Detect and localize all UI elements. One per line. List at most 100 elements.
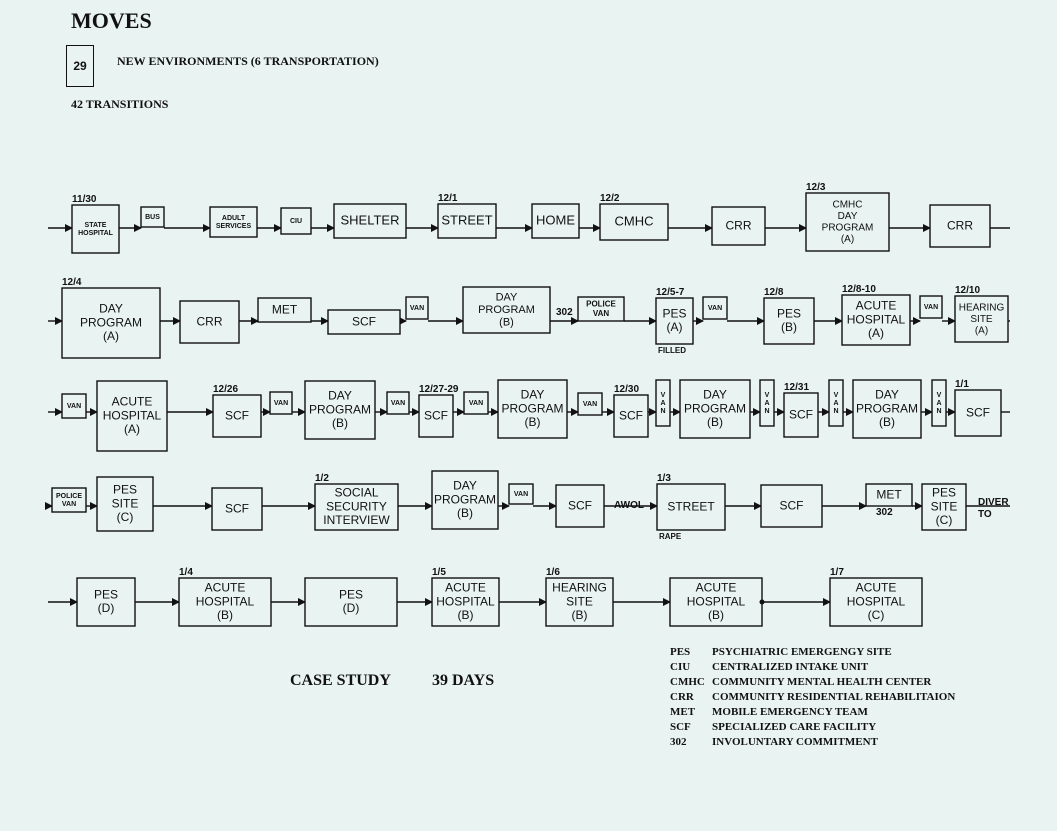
node-date: 12/27-29 — [419, 384, 459, 395]
node-label: SCF — [352, 314, 376, 328]
legend-abbr: PES — [670, 646, 691, 658]
legend-abbr: CMHC — [670, 676, 705, 688]
node-label: ACUTE — [205, 581, 246, 595]
node-label: HOSPITAL — [687, 594, 746, 608]
node-label: N — [660, 408, 665, 415]
node-box — [96, 476, 154, 532]
flow-node: VAN — [931, 379, 947, 427]
node-label: HEARING — [552, 581, 607, 595]
node-box — [209, 206, 258, 238]
node-label: ACUTE — [856, 299, 897, 313]
edge-label-awol: AWOL — [614, 500, 644, 511]
node-box — [531, 203, 580, 239]
legend-def: SPECIALIZED CARE FACILITY — [712, 721, 877, 733]
node-label: HOSPITAL — [847, 594, 906, 608]
node-label: V — [937, 392, 942, 399]
node-label: STREET — [667, 499, 715, 513]
node-label: PROGRAM — [856, 401, 918, 415]
node-label: PROGRAM — [478, 304, 535, 316]
node-label: (C) — [117, 510, 134, 524]
flow-node: VAN — [828, 379, 844, 427]
junction-dot — [759, 599, 765, 605]
node-label: VAN — [708, 305, 722, 312]
node-label: V — [765, 392, 770, 399]
node-box — [555, 484, 605, 528]
flow-node: VAN — [919, 295, 943, 319]
node-label: ACUTE — [696, 581, 737, 595]
node-box — [212, 394, 262, 438]
node-label: VAN — [67, 403, 81, 410]
node-date: 11/30 — [72, 194, 97, 205]
node-date: 1/7 — [830, 567, 844, 578]
node-box — [841, 294, 911, 346]
node-label: SITE — [970, 314, 993, 325]
node-label: SITE — [931, 499, 958, 513]
node-label: (B) — [879, 415, 895, 429]
node-box — [61, 287, 161, 359]
node-label: A — [936, 400, 941, 407]
node-label: DAY — [453, 479, 477, 493]
node-label: SCF — [568, 498, 592, 512]
node-box — [760, 484, 823, 528]
node-label: PES — [339, 587, 363, 601]
node-label: (A) — [868, 326, 884, 340]
case-days-label: 39 DAYS — [432, 672, 495, 689]
node-box — [763, 297, 815, 345]
diagram-row: DAYPROGRAM(A)12/4CRRMETSCFVANDAYPROGRAM(… — [48, 277, 1010, 359]
node-label: (B) — [781, 320, 797, 334]
node-box — [954, 295, 1009, 343]
node-date: 12/5-7 — [656, 287, 685, 298]
node-label: PES — [777, 306, 801, 320]
node-box — [280, 207, 312, 235]
node-label: (B) — [525, 415, 541, 429]
legend-abbr: 302 — [670, 736, 687, 748]
node-label: POLICE — [56, 493, 82, 500]
node-label: (A) — [103, 329, 119, 343]
node-box — [431, 470, 499, 530]
legend-def: PSYCHIATRIC EMERGENGY SITE — [712, 646, 892, 658]
node-label: (B) — [457, 506, 473, 520]
node-label: (D) — [343, 601, 360, 615]
node-box — [921, 483, 967, 531]
node-box — [829, 577, 923, 627]
node-box — [702, 296, 728, 320]
node-label: SCF — [424, 408, 448, 422]
legend-row: PES PSYCHIATRIC EMERGENGY SITE — [670, 646, 970, 660]
node-label: (B) — [708, 608, 724, 622]
flow-node: PES(D) — [304, 577, 398, 627]
node-date: 1/3 — [657, 473, 671, 484]
node-box — [497, 379, 568, 439]
transitions-label: 42 TRANSITIONS — [71, 97, 169, 111]
node-box — [679, 379, 751, 439]
node-label: SCF — [966, 405, 990, 419]
node-box — [577, 296, 625, 322]
node-box — [828, 379, 844, 427]
node-label: SCF — [619, 408, 643, 422]
node-label: VAN — [593, 309, 610, 318]
node-label: PES — [662, 306, 686, 320]
node-label: DAY — [521, 388, 545, 402]
node-label: SCF — [225, 408, 249, 422]
node-box — [577, 392, 603, 416]
node-box — [437, 203, 497, 239]
node-label: PROGRAM — [309, 402, 371, 416]
node-label: A — [833, 400, 838, 407]
node-label: VAN — [274, 400, 288, 407]
